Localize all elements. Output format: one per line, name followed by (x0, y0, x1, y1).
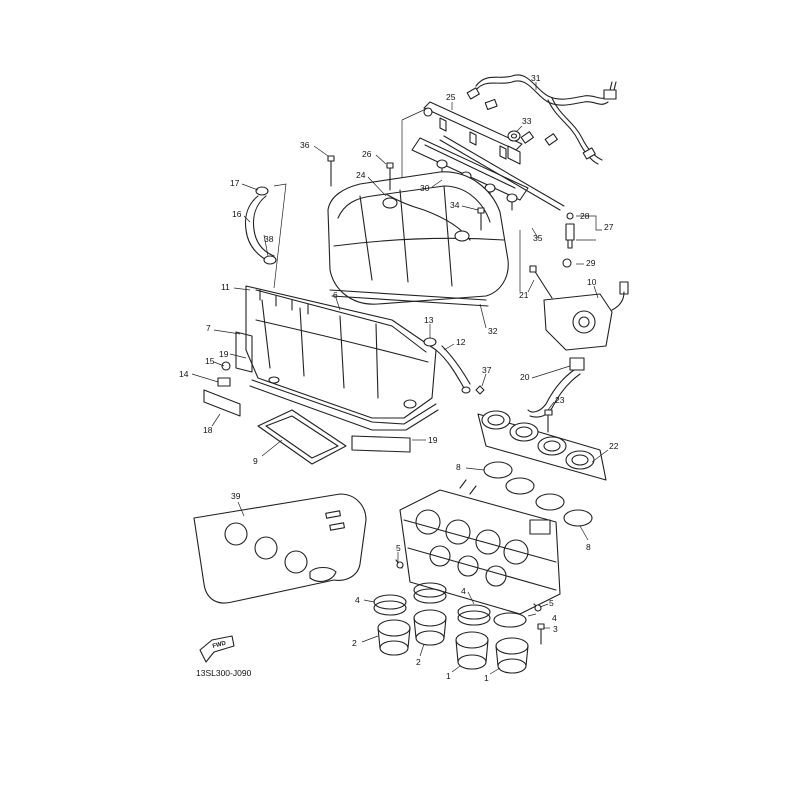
callout-16: 16 (232, 209, 242, 219)
bolt-3 (537, 623, 545, 645)
clip-37 (475, 385, 485, 395)
callout-6: 6 (333, 290, 338, 300)
breather-hose (244, 186, 277, 265)
callout-37: 37 (482, 365, 492, 375)
drawing-code: 13SL300-J090 (196, 668, 252, 678)
seal-19 (351, 435, 411, 453)
callout-13: 13 (424, 315, 434, 325)
callout-5-right: 5 (549, 598, 554, 608)
callout-29: 29 (586, 258, 596, 268)
callout-8-left: 8 (456, 462, 461, 472)
callout-31: 31 (531, 73, 541, 83)
callout-34: 34 (450, 200, 460, 210)
callout-23: 23 (555, 395, 565, 405)
air-cleaner-cover (327, 171, 509, 307)
duct-7 (235, 331, 253, 373)
bolt-23 (544, 409, 553, 433)
pipe-20 (527, 357, 585, 418)
callout-1-left: 1 (446, 671, 451, 681)
callout-39: 39 (231, 491, 241, 501)
leader-lines (191, 82, 609, 675)
filter-element-9 (257, 409, 347, 465)
gasket-35 (439, 135, 565, 211)
hose-12-13 (423, 337, 471, 394)
washer-29 (562, 258, 572, 268)
callout-9: 9 (253, 456, 258, 466)
callout-30: 30 (420, 183, 430, 193)
callout-17: 17 (230, 178, 240, 188)
callout-28: 28 (580, 211, 590, 221)
bolt-36 (327, 155, 335, 187)
fuel-rail (423, 101, 523, 165)
callout-38: 38 (264, 234, 274, 244)
fuel-pump-10 (543, 281, 629, 351)
fwd-arrow-icon: FWD (199, 635, 235, 663)
bolt-34 (477, 207, 485, 231)
bolt-21 (529, 265, 553, 299)
callout-5-left: 5 (396, 543, 401, 553)
callout-20: 20 (520, 372, 530, 382)
pad-18 (203, 389, 241, 417)
air-filter-box (245, 285, 439, 431)
callout-26: 26 (362, 149, 372, 159)
callout-36: 36 (300, 140, 310, 150)
callout-33: 33 (522, 116, 532, 126)
callout-8-right: 8 (586, 542, 591, 552)
callout-25: 25 (446, 92, 456, 102)
callout-22: 22 (609, 441, 619, 451)
intake-joints (377, 609, 529, 674)
fwd-label: FWD (212, 640, 227, 650)
callout-19-upper: 19 (219, 349, 229, 359)
callout-4-middle: 4 (461, 586, 466, 596)
callout-4-left: 4 (355, 595, 360, 605)
bolt-26 (386, 162, 394, 191)
callout-11: 11 (221, 282, 230, 292)
callout-12: 12 (456, 337, 466, 347)
callout-32: 32 (488, 326, 498, 336)
callout-27: 27 (604, 222, 614, 232)
callout-3: 3 (553, 624, 558, 634)
callout-14: 14 (179, 369, 189, 379)
callout-35: 35 (533, 233, 543, 243)
wire-harness (466, 74, 617, 165)
callout-21: 21 (519, 290, 529, 300)
callout-7: 7 (206, 323, 211, 333)
callout-4-right: 4 (552, 613, 557, 623)
callout-24: 24 (356, 170, 366, 180)
callout-10: 10 (587, 277, 597, 287)
bracket-14-15 (217, 361, 231, 387)
grommet-33 (507, 130, 521, 142)
callout-2-left: 2 (352, 638, 357, 648)
throttle-body-assembly (399, 479, 561, 615)
injector-assembly (565, 212, 575, 249)
callout-19-lower: 19 (428, 435, 438, 445)
callout-18: 18 (203, 425, 213, 435)
intake-manifold-22 (477, 410, 607, 481)
callout-1-right: 1 (484, 673, 489, 683)
callout-15: 15 (205, 356, 215, 366)
gasket-sheet-39 (193, 493, 367, 604)
callout-2-right: 2 (416, 657, 421, 667)
callout-labels: 31 25 33 36 26 24 30 34 17 16 38 28 27 3… (179, 73, 619, 683)
